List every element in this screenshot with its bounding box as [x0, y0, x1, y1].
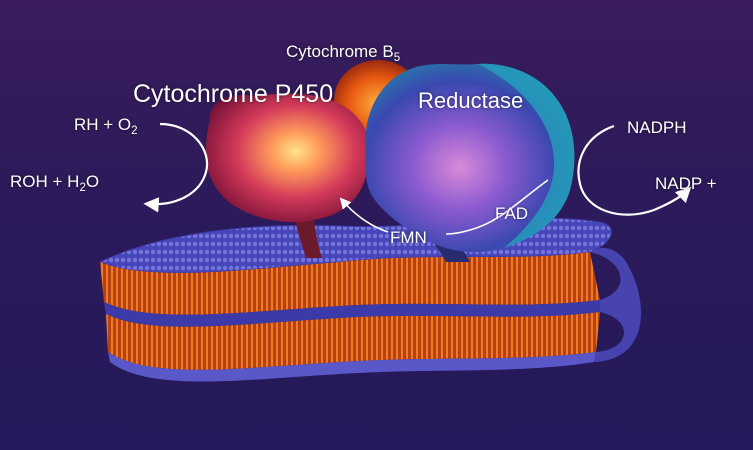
product-label: ROH + H2O: [10, 172, 99, 194]
substrate-label: RH + O2: [74, 115, 138, 137]
fad-to-fmn-arrow: [445, 179, 549, 235]
membrane-bottom-edge: [108, 352, 596, 382]
cytochrome-b5-subscript: 5: [393, 52, 401, 65]
substrate-label-text: RH + O: [74, 115, 132, 134]
membrane-right-fold: [590, 247, 642, 362]
membrane-upper-leaflet: [100, 252, 600, 315]
product-label-suffix: O: [85, 172, 100, 191]
cytochrome-p450-label: Cytochrome P450: [133, 80, 334, 108]
cytochrome-b5-label-text: Cytochrome B: [286, 42, 394, 61]
fad-label: FAD: [495, 204, 529, 223]
membrane-middle-band: [104, 300, 600, 327]
fmn-label: FMN: [390, 228, 427, 247]
cytochrome-p450-protein: [205, 93, 370, 223]
substrate-label-subscript: 2: [131, 125, 138, 138]
cytochrome-b5-label: Cytochrome B5: [286, 42, 400, 64]
product-label-text: ROH + H: [10, 172, 80, 191]
membrane-bilayer: [98, 217, 642, 382]
reductase-protein: [365, 63, 575, 253]
membrane-lower-leaflet: [106, 312, 600, 370]
fmn-to-p450-arrow: [339, 197, 389, 233]
nadph-label: NADPH: [627, 118, 687, 137]
reductase-label: Reductase: [418, 88, 524, 113]
substrate-cycle-arrow: [143, 122, 209, 213]
nadp-plus-label: NADP +: [655, 174, 717, 193]
reductase-teal-edge: [478, 63, 575, 248]
cofactor-cycle-arrow: [577, 124, 692, 216]
product-label-subscript: 2: [79, 182, 86, 195]
